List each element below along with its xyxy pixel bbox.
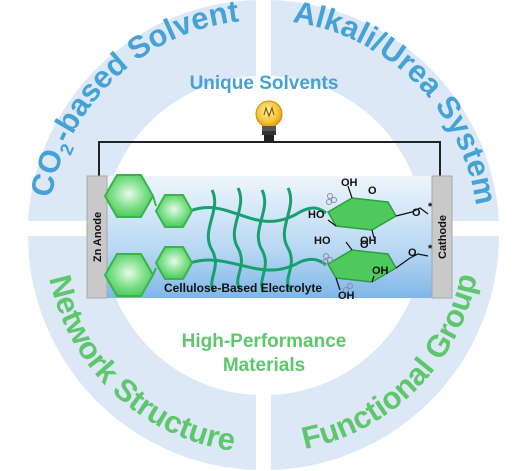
center-title-materials-line2: Materials	[223, 355, 305, 376]
molecule-labels: OH O HO OH O * HO O OH O * OH	[308, 177, 433, 302]
light-bulb-icon	[255, 100, 283, 141]
star-label-1: *	[428, 201, 433, 213]
o-label-2: O	[412, 207, 421, 219]
oh-label-4: OH	[338, 290, 355, 302]
zn-anode-plate	[86, 175, 108, 299]
circuit-wire	[98, 141, 441, 176]
hexagon-linkers	[152, 195, 157, 276]
ring-segment-bottom-left	[28, 236, 256, 470]
glucose-bonds	[327, 185, 429, 291]
star-label-2: *	[428, 243, 433, 255]
o-label-3: O	[360, 239, 369, 251]
electrolyte-label: Cellulose-Based Electrolyte	[164, 281, 322, 295]
ho-label-1: HO	[308, 209, 325, 221]
aromatic-hexagons	[103, 174, 194, 297]
cathode-label: Cathode	[437, 215, 449, 259]
o-label-1: O	[368, 185, 377, 197]
electrolyte-region	[107, 176, 432, 298]
ring-segment-top-left	[28, 0, 256, 221]
cathode-plate	[431, 175, 453, 299]
center-title-materials-line1: High-Performance	[182, 331, 347, 352]
ring-segment-top-right	[271, 0, 499, 221]
oh-label-3: OH	[372, 265, 389, 277]
o-label-4: O	[408, 247, 417, 259]
hexagon-bottom-large	[103, 253, 155, 297]
center-title-solvents: Unique Solvents	[190, 73, 339, 94]
ho-label-2: HO	[314, 235, 331, 247]
hexagon-top-small	[154, 194, 194, 228]
hexagon-top-large	[103, 174, 155, 218]
ion-markers	[322, 193, 353, 293]
oh-label-2: OH	[360, 235, 377, 247]
polymer-chains	[189, 187, 327, 293]
hexagon-bottom-small	[154, 246, 194, 280]
zn-anode-label: Zn Anode	[92, 212, 104, 262]
oh-label-1: OH	[341, 177, 358, 189]
